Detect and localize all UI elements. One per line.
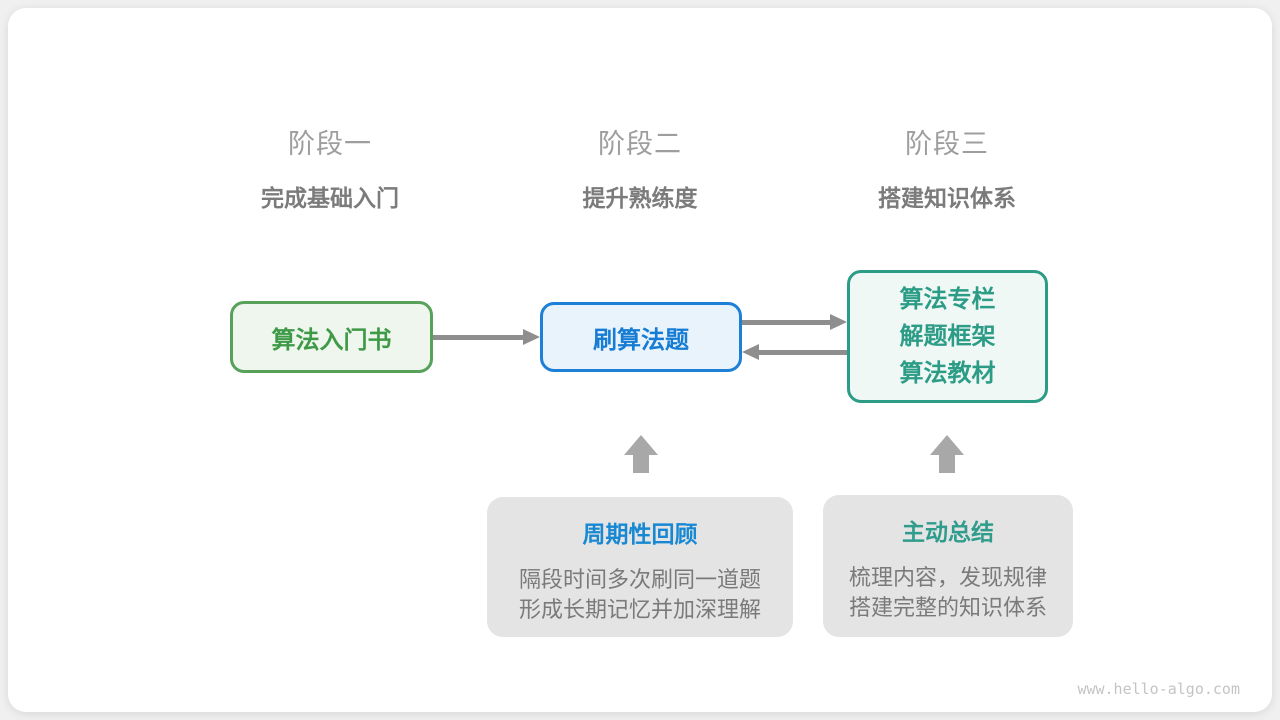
node-intro-book: 算法入门书	[230, 301, 433, 373]
phase-2-label: 阶段二	[598, 129, 682, 159]
up-arrow-summarize-icon	[930, 435, 964, 473]
node-resources: 算法专栏 解题框架 算法教材	[847, 270, 1048, 403]
node-practice-problems: 刷算法题	[540, 302, 742, 372]
callout-active-summary-line-2: 搭建完整的知识体系	[848, 595, 1047, 620]
callout-active-summary-title: 主动总结	[902, 519, 994, 545]
callout-periodic-review-line-2: 形成长期记忆并加深理解	[518, 597, 761, 622]
phase-3-subtitle: 搭建知识体系	[878, 185, 1016, 211]
callout-active-summary: 主动总结 梳理内容，发现规律 搭建完整的知识体系	[823, 495, 1073, 637]
callout-active-summary-line-1: 梳理内容，发现规律	[848, 565, 1047, 590]
callout-periodic-review-line-1: 隔段时间多次刷同一道题	[518, 567, 761, 592]
phase-2-subtitle: 提升熟练度	[582, 185, 698, 211]
up-arrow-review-icon	[624, 435, 658, 473]
callout-periodic-review: 周期性回顾 隔段时间多次刷同一道题 形成长期记忆并加深理解	[487, 497, 793, 637]
node-resources-line-1: 算法专栏	[899, 286, 996, 313]
watermark-url: www.hello-algo.com	[1077, 680, 1240, 698]
callout-active-summary-body: 梳理内容，发现规律 搭建完整的知识体系	[849, 563, 1047, 623]
node-intro-book-label: 算法入门书	[271, 326, 392, 354]
phase-1-label: 阶段一	[288, 129, 372, 159]
callout-periodic-review-title: 周期性回顾	[582, 521, 698, 547]
node-resources-line-3: 算法教材	[899, 360, 996, 387]
phase-3-label: 阶段三	[905, 129, 989, 159]
callout-periodic-review-body: 隔段时间多次刷同一道题 形成长期记忆并加深理解	[519, 565, 761, 625]
node-practice-problems-label: 刷算法题	[593, 326, 689, 354]
node-resources-line-2: 解题框架	[899, 323, 996, 350]
phase-1-subtitle: 完成基础入门	[261, 185, 399, 211]
